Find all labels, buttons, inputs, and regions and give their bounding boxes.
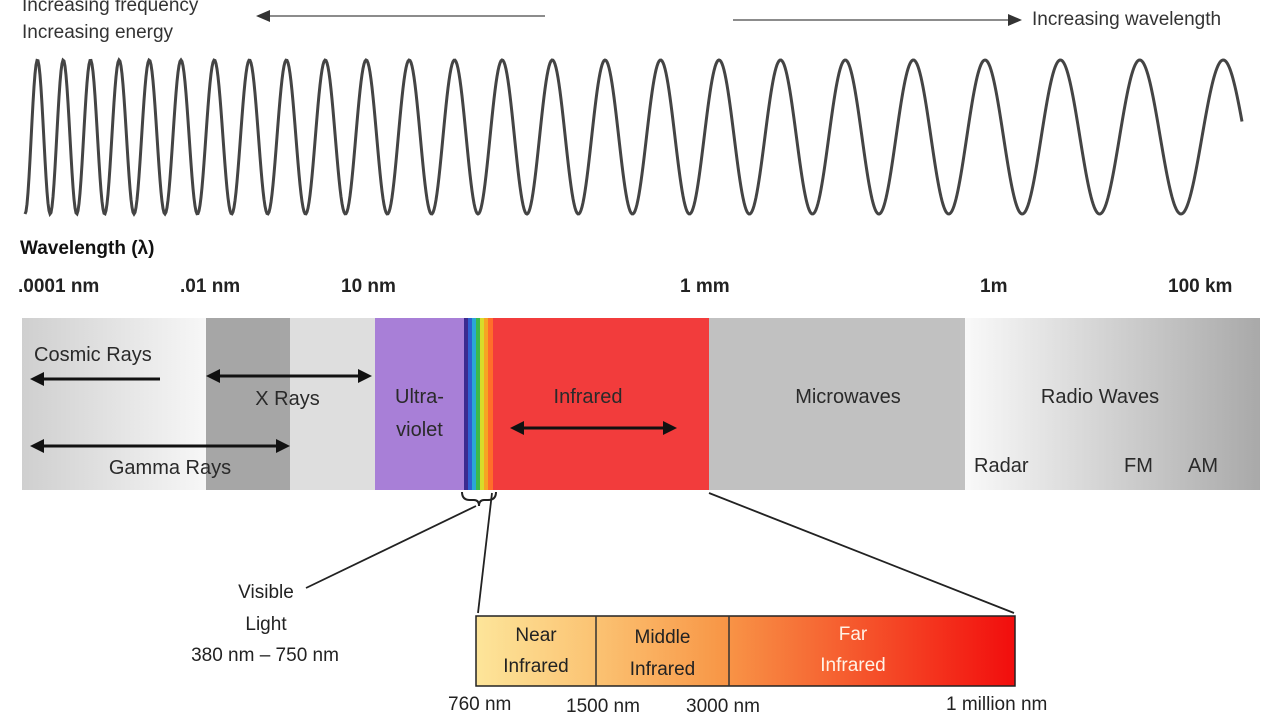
increasing-energy-label: Increasing energy (22, 22, 174, 43)
radar-label: Radar (974, 455, 1029, 477)
ir-tick-760nm: 760 nm (448, 694, 512, 715)
microwave-band (709, 318, 965, 490)
ir-tick-3000nm: 3000 nm (686, 696, 760, 717)
wavelength-arrow (733, 14, 1022, 26)
radio-band (965, 318, 1260, 490)
far-infrared-line2: Infrared (820, 655, 886, 676)
visible-label-line2: Light (245, 614, 287, 635)
xray-light-band (290, 318, 375, 490)
ultraviolet-label-line2: violet (396, 419, 443, 441)
ir-detail-bar (475, 615, 1016, 687)
fm-label: FM (1124, 455, 1153, 477)
far-infrared-line1: Far (838, 624, 868, 645)
cosmic-rays-arrow (30, 372, 160, 386)
increasing-wavelength-label: Increasing wavelength (1032, 9, 1222, 30)
visible-range-label: 380 nm – 750 nm (191, 645, 339, 666)
ir-detail-right-line (708, 492, 1015, 614)
cosmic-band (22, 318, 206, 490)
tick-1mm: 1 mm (680, 276, 730, 297)
gamma-rays-arrow (30, 439, 290, 453)
tick-1m: 1m (980, 276, 1008, 297)
infrared-arrow (510, 421, 677, 435)
infrared-label: Infrared (553, 386, 623, 408)
infrared-band (493, 318, 709, 490)
cosmic-rays-label: Cosmic Rays (34, 344, 152, 366)
radio-waves-label: Radio Waves (1040, 386, 1160, 408)
xray-dark-band (206, 318, 290, 490)
tick-0001nm: .0001 nm (18, 276, 100, 297)
ir-tick-1-million-nm: 1 million nm (946, 694, 1048, 715)
gamma-rays-label: Gamma Rays (108, 457, 232, 479)
am-label: AM (1188, 455, 1218, 477)
visible-label-line1: Visible (238, 582, 294, 603)
tick-100km: 100 km (1168, 276, 1233, 297)
tick-10nm: 10 nm (341, 276, 396, 297)
x-rays-label: X Rays (255, 388, 320, 410)
visible-pointer-line (305, 505, 477, 589)
ir-tick-1500nm: 1500 nm (566, 696, 640, 717)
x-rays-arrow (206, 369, 372, 383)
microwaves-label: Microwaves (795, 386, 901, 408)
ultraviolet-label-line1: Ultra- (395, 386, 444, 408)
tick-01nm: .01 nm (180, 276, 241, 297)
ultraviolet-band (375, 318, 464, 490)
wave-line (23, 57, 1244, 218)
near-infrared-line2: Infrared (503, 656, 569, 677)
middle-infrared-line1: Middle (634, 627, 691, 648)
frequency-arrow (256, 10, 545, 22)
middle-infrared-line2: Infrared (629, 659, 696, 680)
near-infrared-line1: Near (515, 625, 557, 646)
visible-spectrum (464, 318, 493, 490)
wavelength-title: Wavelength (λ) (20, 238, 155, 259)
increasing-frequency-label: Increasing frequency (22, 0, 199, 16)
ir-detail-left-line (477, 492, 493, 614)
